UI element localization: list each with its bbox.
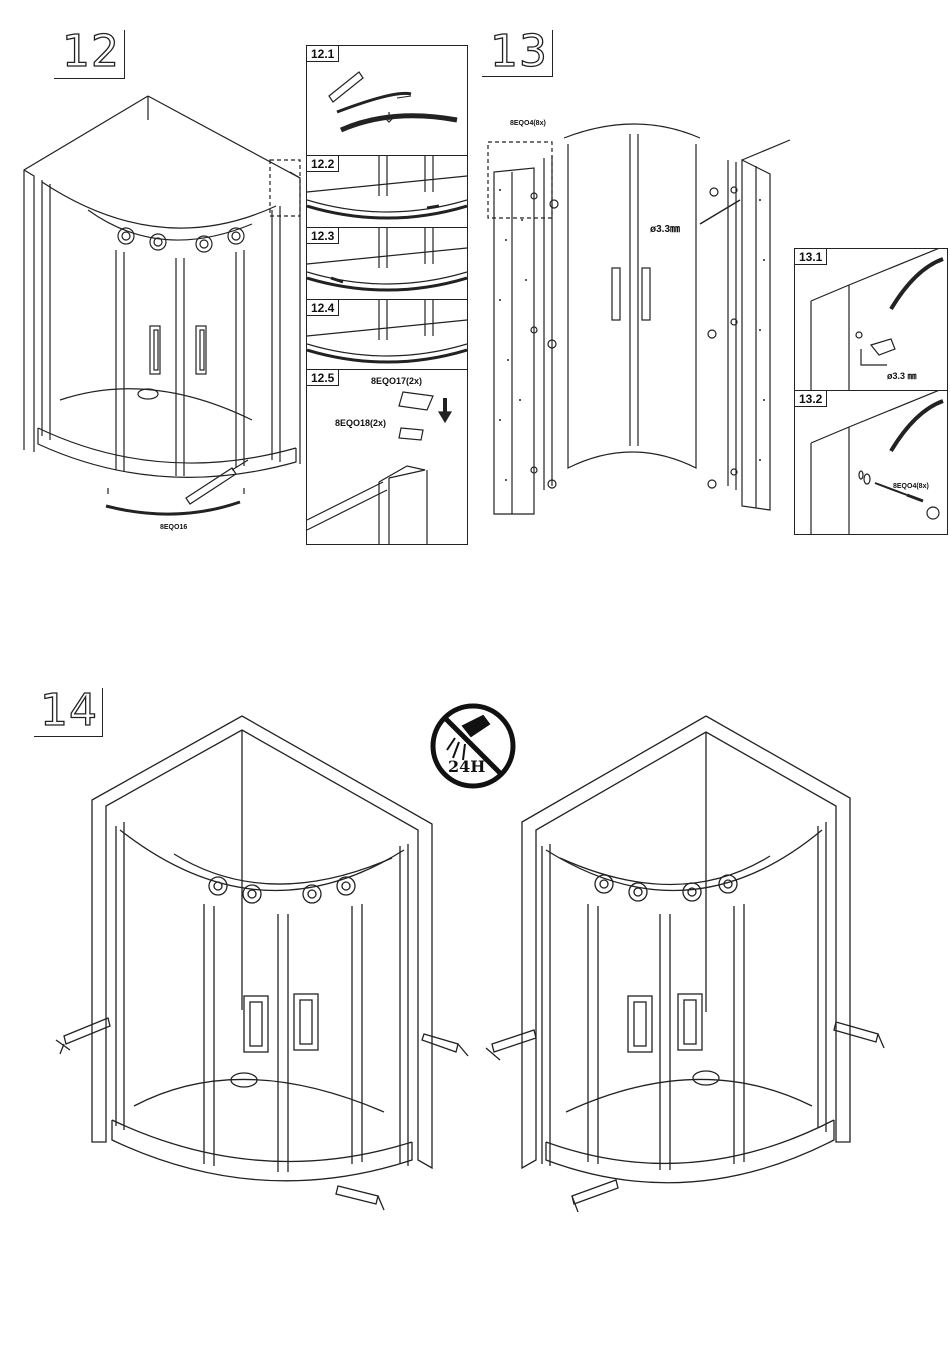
step-12-1-tag: 12.1 — [307, 46, 339, 62]
step-13-2-tag: 13.2 — [795, 391, 827, 407]
step-12-4-tag: 12.4 — [307, 300, 339, 316]
step-12-3-tag: 12.3 — [307, 228, 339, 244]
step-12-2-tag: 12.2 — [307, 156, 339, 172]
step-13-1-tag: 13.1 — [795, 249, 827, 265]
step-12-5-tag: 12.5 — [307, 370, 339, 386]
